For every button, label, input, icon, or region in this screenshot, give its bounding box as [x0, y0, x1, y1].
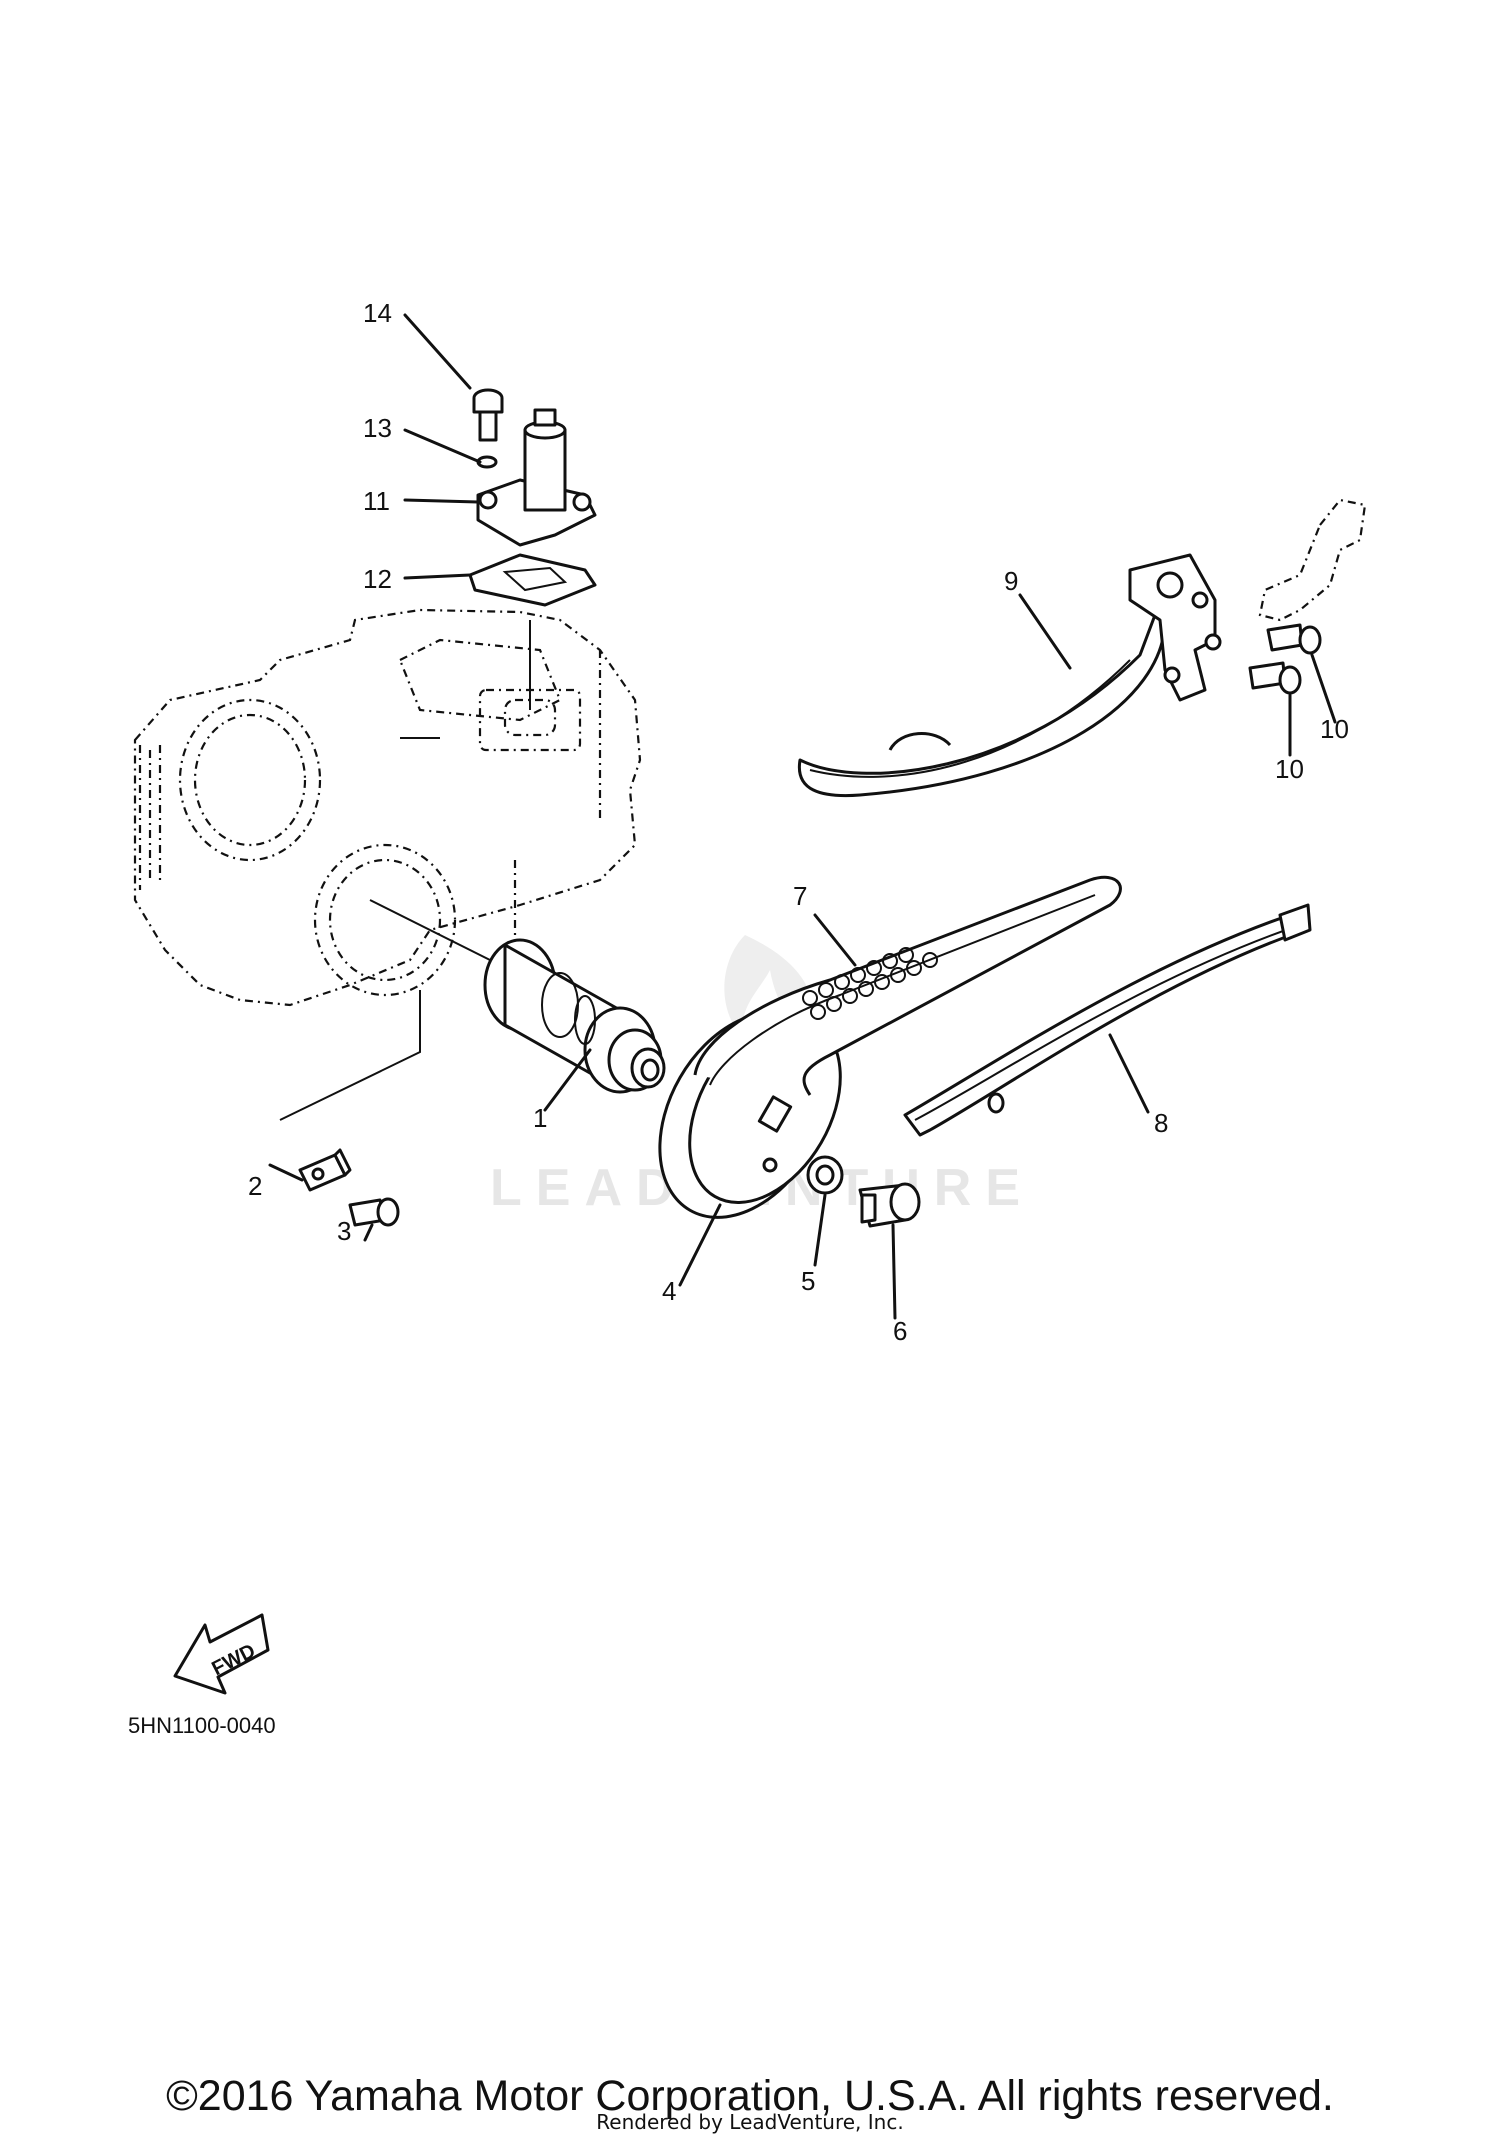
- callout-7: 7: [793, 881, 807, 911]
- cam-plate: [298, 1148, 352, 1192]
- callout-5: 5: [801, 1266, 815, 1296]
- callout-13: 13: [363, 413, 392, 443]
- sprocket-washer: [806, 1155, 844, 1195]
- callout-3: 3: [337, 1216, 351, 1246]
- rendered-by-notice: Rendered by LeadVenture, Inc.: [596, 2110, 904, 2134]
- callout-6: 6: [893, 1316, 907, 1346]
- tensioner-bolt: [472, 388, 504, 442]
- chain-tensioner-guide: [797, 553, 1222, 798]
- plate-bolt: [348, 1197, 400, 1227]
- callout-12: 12: [363, 564, 392, 594]
- callout-labels: 1 2 3 4 5 6 7 8 9 10 10 11 12 13 14: [248, 298, 1349, 1346]
- forward-direction-arrow: FWD: [173, 1613, 270, 1695]
- cylinder-head: [133, 608, 642, 1007]
- callout-11: 11: [363, 486, 390, 516]
- callout-10a: 10: [1320, 714, 1349, 744]
- callout-10b: 10: [1275, 754, 1304, 784]
- callout-2: 2: [248, 1171, 262, 1201]
- callout-4: 4: [662, 1276, 676, 1306]
- callout-9: 9: [1004, 566, 1018, 596]
- tensioner-gasket: [468, 553, 597, 607]
- callout-8: 8: [1154, 1108, 1168, 1138]
- cam-chain: [693, 875, 1122, 1096]
- copyright-notice: ©2016 Yamaha Motor Corporation, U.S.A. A…: [166, 2072, 1334, 2120]
- sprocket-bolt: [858, 1182, 921, 1228]
- callout-14: 14: [363, 298, 392, 328]
- camshaft: [483, 938, 666, 1094]
- part-code: 5HN1100-0040: [128, 1713, 276, 1738]
- cylinder-head-bracket: [1258, 498, 1367, 622]
- cam-chain-tensioner: [476, 408, 597, 547]
- callout-1: 1: [533, 1103, 547, 1133]
- chain-guide: [903, 903, 1312, 1137]
- guide-bolt-upper: [1266, 623, 1322, 655]
- chain-links: [802, 947, 938, 1020]
- guide-bolt-lower: [1248, 661, 1302, 695]
- leader-lines: [268, 313, 1337, 1320]
